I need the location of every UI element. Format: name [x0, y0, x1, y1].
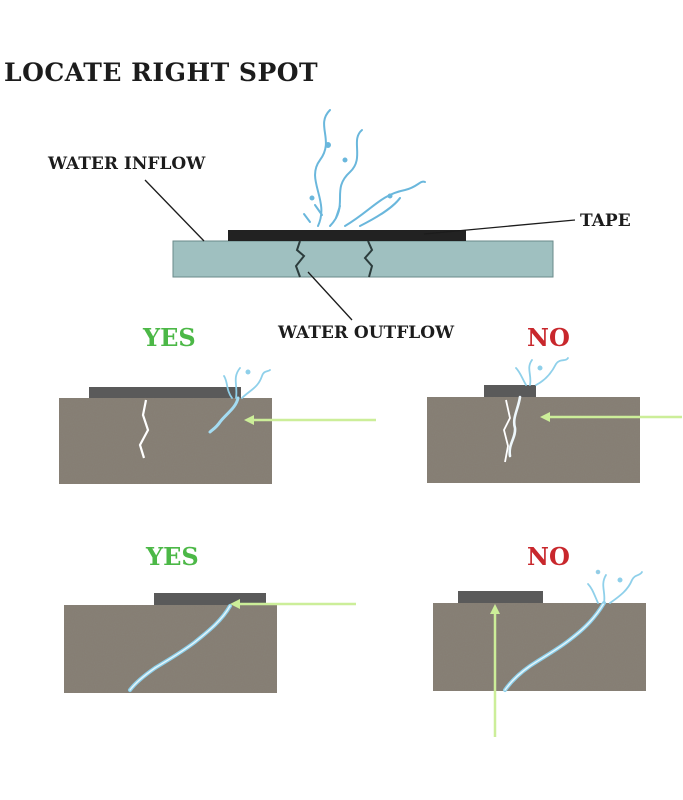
verdict-no-top: NO	[527, 323, 570, 352]
panel-no-bottom	[433, 569, 646, 737]
tape-leader-line	[423, 219, 576, 235]
crack-line	[138, 399, 150, 459]
concrete-slab	[172, 240, 554, 278]
panel-no-top	[427, 357, 682, 483]
tape-strip	[458, 591, 543, 603]
water-splash-icon	[223, 367, 271, 399]
water-leak	[508, 395, 522, 458]
water-leak-highlight	[504, 602, 605, 691]
verdict-no-bottom: NO	[527, 542, 570, 571]
page-title: LOCATE RIGHT SPOT	[4, 58, 319, 87]
tape-strip	[484, 385, 536, 397]
water-inflow-label: WATER INFLOW	[48, 154, 206, 174]
panel-yes-top	[59, 367, 376, 484]
water-outflow-label: WATER OUTFLOW	[278, 323, 455, 343]
concrete-texture	[433, 603, 646, 691]
tape-strip	[89, 387, 241, 398]
water-splash-icon	[587, 569, 643, 604]
inflow-leader-line	[144, 179, 205, 242]
tape-strip	[228, 230, 466, 241]
crack-line	[503, 399, 511, 463]
concrete-texture	[59, 398, 272, 484]
panel-yes-bottom	[64, 593, 356, 693]
water-leak-highlight	[129, 605, 231, 691]
concrete-texture	[64, 605, 277, 693]
water-splash-icon	[515, 357, 569, 386]
top-illustration	[144, 109, 576, 321]
concrete-texture	[427, 397, 640, 483]
verdict-yes-bottom: YES	[146, 542, 199, 571]
water-leak	[208, 396, 240, 434]
tape-label: TAPE	[580, 211, 631, 231]
slab-crack-2	[363, 240, 374, 278]
verdict-yes-top: YES	[143, 323, 196, 352]
outflow-leader-line	[307, 271, 353, 321]
slab-crack	[294, 240, 306, 278]
water-splash-icon	[303, 109, 426, 227]
